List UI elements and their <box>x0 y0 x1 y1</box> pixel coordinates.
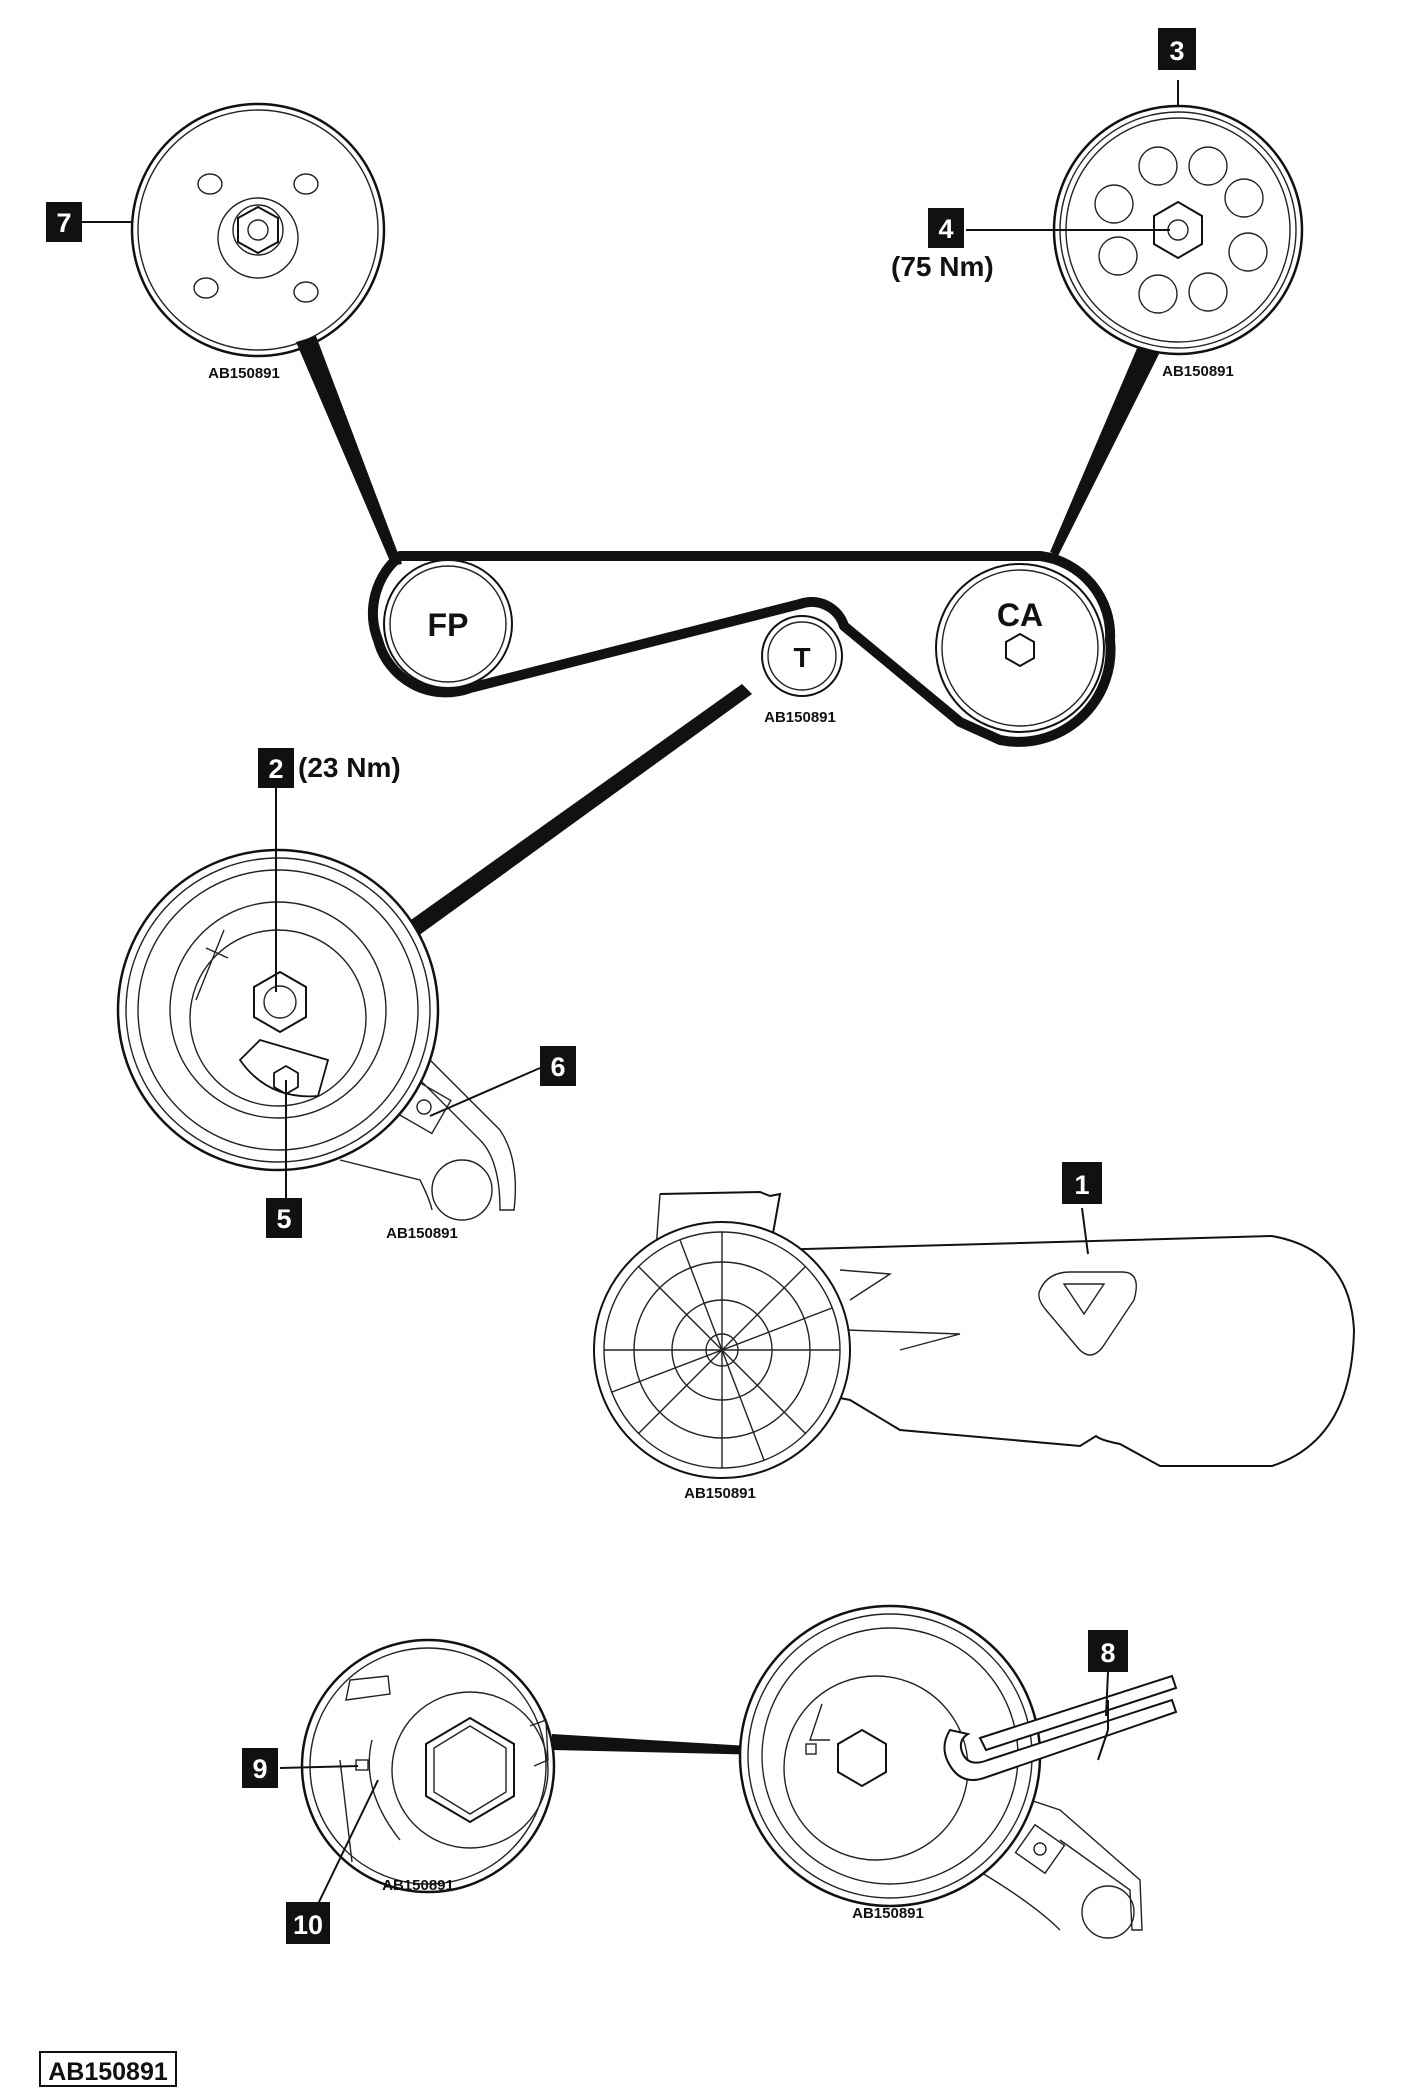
torque-label-2: (23 Nm) <box>298 752 401 783</box>
callout-1: 1 <box>1062 1162 1102 1204</box>
callout-5: 5 <box>266 1198 302 1238</box>
ref-label-tensioner: AB150891 <box>386 1225 458 1242</box>
svg-text:7: 7 <box>56 208 71 238</box>
callout-6: 6 <box>540 1046 576 1086</box>
pulley-label-ca: CA <box>997 597 1043 633</box>
detail-view-9-10: 9 10 AB150891 <box>242 1638 556 1944</box>
callout-2: 2 <box>258 748 294 788</box>
svg-text:10: 10 <box>293 1910 323 1940</box>
callout-4: 4 <box>928 208 964 248</box>
pulley-7-view: AB150891 7 <box>46 102 386 382</box>
ref-label-pulley-7: AB150891 <box>208 365 280 382</box>
callout-9: 9 <box>242 1748 278 1788</box>
svg-text:9: 9 <box>252 1754 267 1784</box>
connector-wedge-t <box>408 684 752 936</box>
belt-layout-view: FP CA T AB150891 <box>367 551 1116 747</box>
callout-8: 8 <box>1088 1630 1128 1672</box>
tool-1-view: 1 AB150891 <box>593 1162 1356 1502</box>
diagram-reference-box: AB150891 <box>39 2051 177 2087</box>
torque-label-4: (75 Nm) <box>891 251 994 282</box>
svg-text:2: 2 <box>268 754 283 784</box>
tensioner-view: 2 (23 Nm) 5 6 AB150891 <box>116 748 576 1242</box>
pulley-label-fp: FP <box>428 607 469 643</box>
ref-label-belt-layout: AB150891 <box>764 709 836 726</box>
callout-3: 3 <box>1158 28 1196 70</box>
ref-label-wrench: AB150891 <box>852 1905 924 1922</box>
svg-text:8: 8 <box>1100 1638 1115 1668</box>
wrench-view-8: 8 AB150891 <box>738 1604 1178 1939</box>
svg-text:4: 4 <box>938 214 953 244</box>
ca-bolt-icon <box>1005 632 1035 668</box>
pulley-3-view: 3 4 (75 Nm) AB150891 <box>891 28 1304 380</box>
callout-7: 7 <box>46 202 82 242</box>
pulley-label-t: T <box>793 642 810 673</box>
ref-label-tool-1: AB150891 <box>684 1485 756 1502</box>
svg-text:6: 6 <box>550 1052 565 1082</box>
svg-text:1: 1 <box>1074 1170 1089 1200</box>
svg-text:5: 5 <box>276 1204 291 1234</box>
connector-wedge-3 <box>1050 346 1160 556</box>
ref-label-detail: AB150891 <box>382 1877 454 1894</box>
ref-label-pulley-3: AB150891 <box>1162 363 1234 380</box>
svg-text:3: 3 <box>1169 36 1184 66</box>
connector-wedge-7 <box>296 336 402 566</box>
diagram-reference-label: AB150891 <box>48 2058 168 2086</box>
callout-10: 10 <box>286 1902 330 1944</box>
wrench-leader <box>1097 1729 1109 1761</box>
